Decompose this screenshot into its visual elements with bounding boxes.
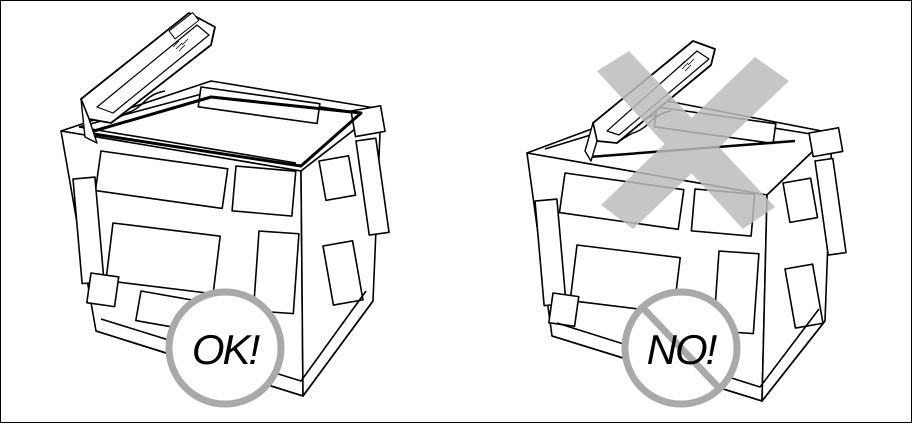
cut-outline (85, 95, 363, 168)
no-illustration (526, 40, 847, 408)
prohibited-slash (640, 305, 724, 393)
ok-illustration (60, 12, 390, 408)
panel-correct-method: OK! (1, 1, 457, 424)
panel-incorrect-method: NO! (457, 1, 913, 424)
utility-knife-icon (80, 12, 216, 144)
cross-mark (597, 51, 789, 229)
ok-badge (165, 288, 285, 408)
